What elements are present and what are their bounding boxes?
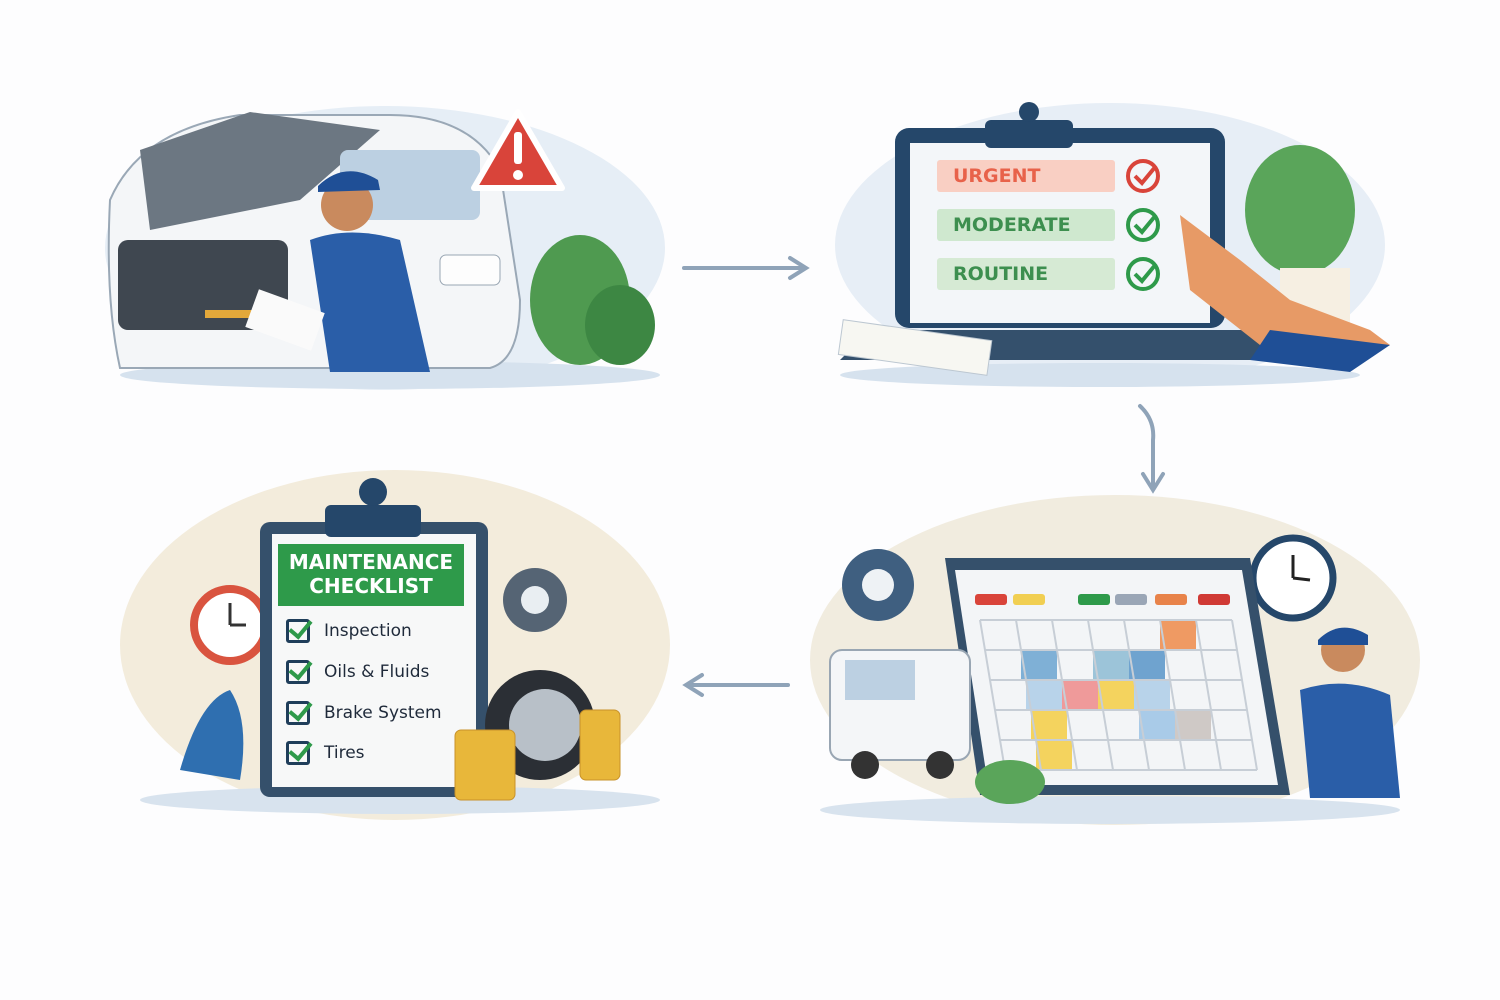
calendar-event-cell: [1062, 680, 1098, 710]
checklist-item: Tires: [286, 741, 365, 765]
worker-figure: [1300, 627, 1400, 798]
calendar-category-tab: [1115, 594, 1147, 605]
calendar-category-tab: [1078, 594, 1110, 605]
checklist-item: Brake System: [286, 701, 442, 725]
calendar-category-tab: [1198, 594, 1230, 605]
mechanic-figure: [245, 171, 430, 372]
checklist-title-line1: MAINTENANCE: [288, 550, 454, 574]
warning-icon: [471, 109, 565, 191]
calendar-icon: [945, 558, 1290, 795]
bush-icon: [530, 235, 655, 365]
calendar-event-cell: [1139, 710, 1175, 740]
calendar-event-cell: [1026, 680, 1062, 710]
coral-plant: [180, 690, 244, 780]
truck-icon: [829, 649, 971, 779]
checkbox-checked-icon: [286, 660, 310, 684]
priority-routine: ROUTINE: [937, 258, 1115, 290]
arrow-down: [1138, 404, 1165, 494]
calendar-event-cell: [1036, 740, 1072, 770]
papers: [837, 319, 993, 376]
calendar-event-cell: [1093, 650, 1129, 680]
arrow-right: [682, 256, 810, 280]
bush-icon: [975, 760, 1045, 804]
checklist-title-line2: CHECKLIST: [309, 574, 433, 598]
checkbox-checked-icon: [286, 619, 310, 643]
pointing-hand: [1180, 215, 1390, 372]
calendar-event-cell: [1160, 620, 1196, 650]
priority-urgent: URGENT: [937, 160, 1115, 192]
calendar-event-cell: [1175, 710, 1211, 740]
checklist-title: MAINTENANCE CHECKLIST: [278, 550, 464, 598]
clock-icon: [1249, 534, 1337, 622]
wrench-gear-icon: [503, 568, 567, 632]
priority-moderate: MODERATE: [937, 209, 1115, 241]
checklist-item: Oils & Fluids: [286, 660, 429, 684]
checkbox-checked-icon: [286, 701, 310, 725]
calendar-event-cell: [1031, 710, 1067, 740]
calendar-event-cell: [1134, 680, 1170, 710]
clipboard-clip-icon: [985, 102, 1073, 148]
coins-icon: [454, 709, 621, 801]
calendar-category-tab: [975, 594, 1007, 605]
calendar-event-cell: [1129, 650, 1165, 680]
calendar-category-tab: [1155, 594, 1187, 605]
calendar-event-cell: [1021, 650, 1057, 680]
plant-icon: [1245, 145, 1355, 323]
clipboard-clip-icon: [325, 478, 421, 537]
checklist-item: Inspection: [286, 619, 412, 643]
checkbox-checked-icon: [286, 741, 310, 765]
arrow-left: [682, 673, 790, 697]
gear-icon: [842, 549, 914, 621]
calendar-category-tab: [1013, 594, 1045, 605]
calendar-event-cell: [1098, 680, 1134, 710]
truck-illustration: [107, 112, 522, 369]
